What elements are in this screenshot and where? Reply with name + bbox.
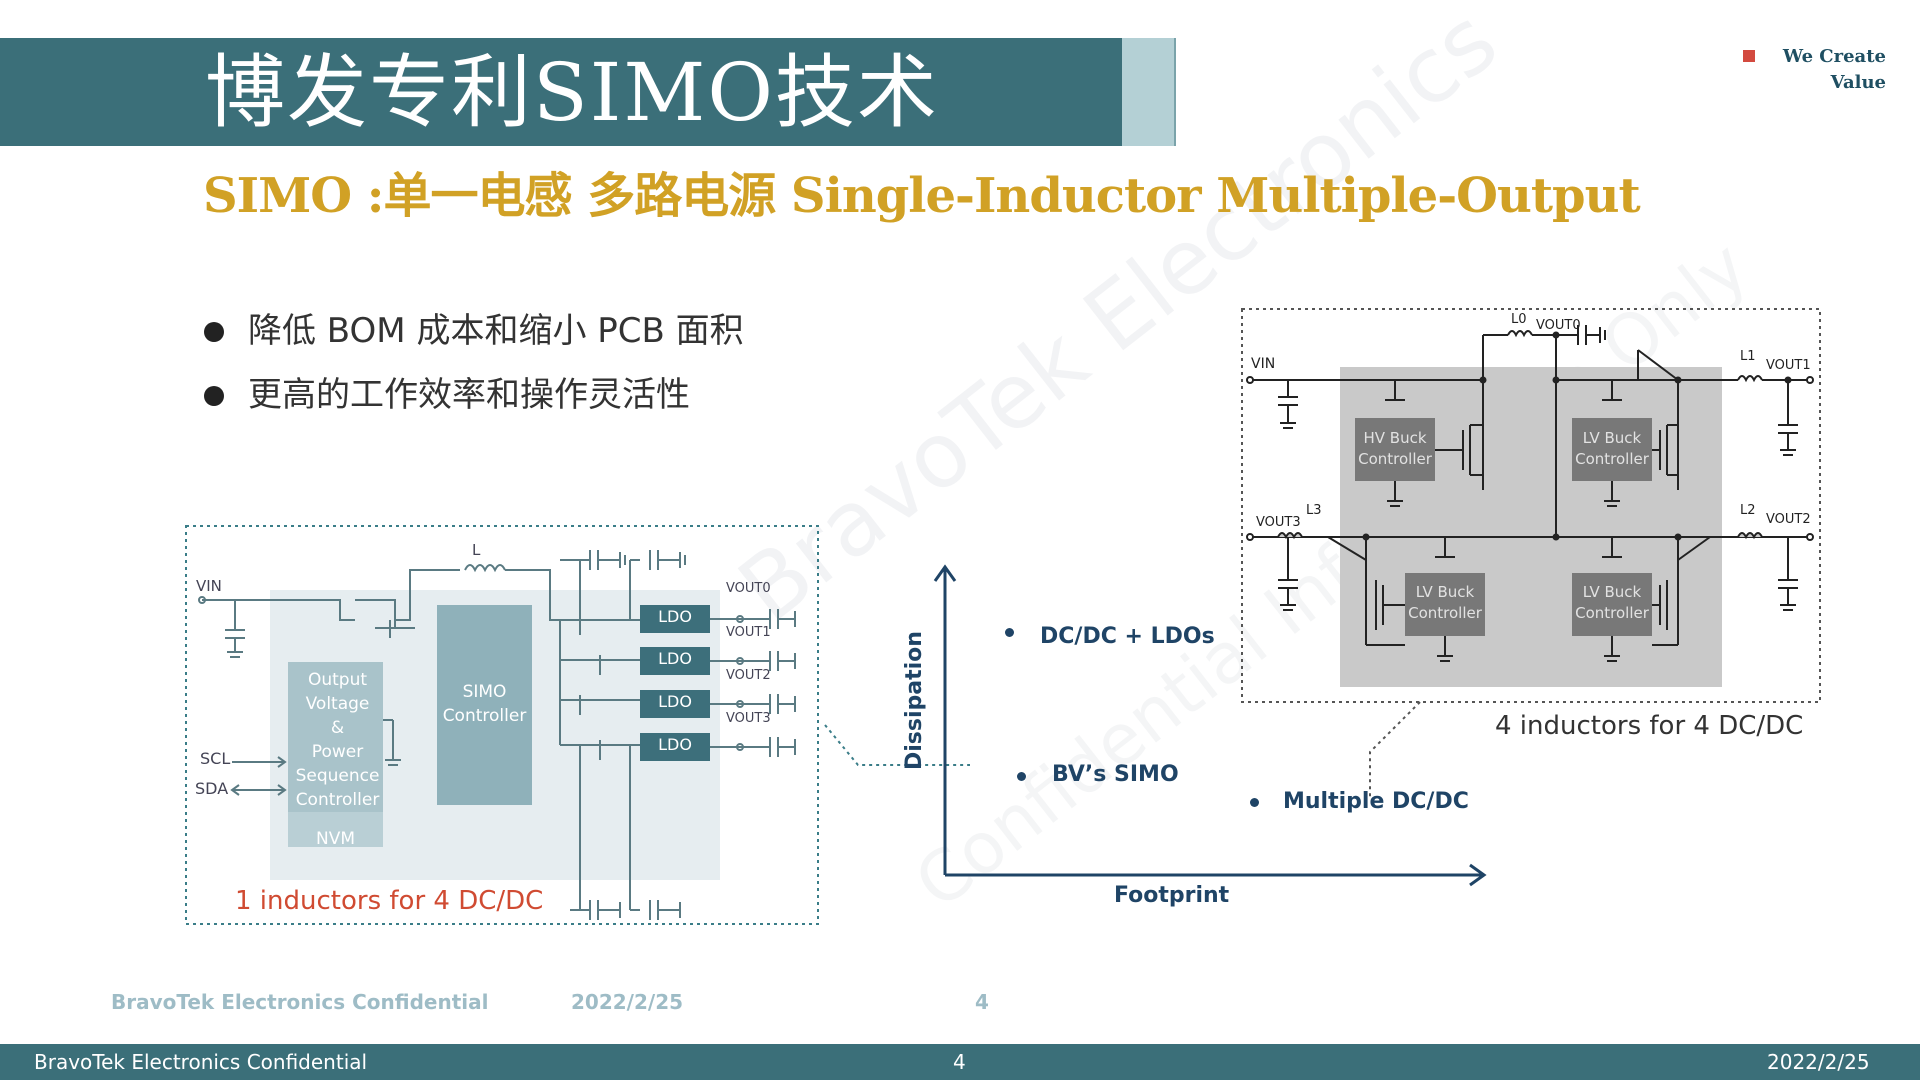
ov-controller-label: Output Voltage & Power Sequence Controll… [290,668,385,812]
point-marker [1017,772,1026,781]
footer-band [0,1044,1920,1080]
left-diagram-border [185,525,819,925]
lv-buck-label: LV Buck Controller [1572,428,1652,470]
lv-buck-controller [1572,573,1652,636]
left-inductor-label: L [472,541,481,559]
bullet-list: 降低 BOM 成本和缩小 PCB 面积 更高的工作效率和操作灵活性 [200,306,744,434]
right-vout2-label: VOUT2 [1766,512,1811,527]
ov-line: Voltage [305,694,370,714]
multi-dcdc-schematic [1241,308,1821,703]
left-vout-label: VOUT3 [726,711,771,726]
left-connector [824,724,970,766]
controller-line: HV Buck [1363,429,1427,447]
right-vin-label: VIN [1251,356,1276,372]
simo-line: SIMO [462,682,507,702]
lv-buck-label: LV Buck Controller [1405,582,1485,624]
slide-footer-date: 2022/2/25 [571,990,684,1014]
right-l1-label: L1 [1740,349,1756,364]
bullet-item: 降低 BOM 成本和缩小 PCB 面积 [200,306,744,370]
controller-line: Controller [1575,604,1649,622]
brand-square-icon [1743,50,1755,62]
right-vout1-label: VOUT1 [1766,358,1811,373]
brand-line-1: We Create [1782,46,1886,67]
point-marker [1250,798,1259,807]
slide-subtitle: SIMO :单一电感 多路电源 Single-Inductor Multiple… [203,168,1641,224]
right-l3-label: L3 [1306,503,1322,518]
ov-line: Sequence [295,766,380,786]
hv-buck-label: HV Buck Controller [1355,428,1435,470]
title-bar [0,38,1122,146]
nvm-label: NVM [315,829,355,849]
right-connector [1369,701,1421,800]
point-marker [1005,628,1014,637]
left-vout-label: VOUT2 [726,668,771,683]
brand-slogan: We Create Value [1770,44,1886,96]
ov-controller-block [288,662,383,812]
ldo-label: LDO [658,607,692,626]
simo-schematic [185,525,819,925]
right-chip-area [1340,367,1722,687]
left-vin-label: VIN [196,577,222,595]
simo-controller-label: SIMO Controller [437,680,532,728]
lv-buck-label: LV Buck Controller [1572,582,1652,624]
ldo-block [640,647,710,675]
right-l2-label: L2 [1740,503,1756,518]
ldo-label: LDO [658,735,692,754]
x-axis-label: Footprint [1114,883,1230,908]
right-vout3-label: VOUT3 [1256,515,1301,530]
slide-footer-page: 4 [975,990,989,1014]
right-diagram-border [1241,308,1821,703]
footer-page-number: 4 [953,1050,966,1074]
ov-line: Controller [295,790,380,810]
brand-line-2: Value [1830,72,1886,93]
bullet-item: 更高的工作效率和操作灵活性 [200,370,744,434]
lv-buck-controller [1405,573,1485,636]
controller-line: Controller [1575,450,1649,468]
ov-line: & [330,718,345,738]
ldo-label: LDO [658,692,692,711]
right-l0-label: L0 [1511,312,1527,327]
simo-controller-block [437,605,532,805]
ldo-block [640,733,710,761]
point-dcdc-ldos: DC/DC + LDOs [1040,624,1215,649]
controller-line: Controller [1408,604,1482,622]
lv-buck-controller [1572,418,1652,481]
right-diagram-caption: 4 inductors for 4 DC/DC [1495,711,1804,741]
ldo-block [640,690,710,718]
controller-line: LV Buck [1582,583,1642,601]
sda-label: SDA [195,779,229,798]
ldo-label: LDO [658,649,692,668]
ov-line: Output [307,670,368,690]
controller-line: LV Buck [1582,429,1642,447]
point-bv-simo: BV’s SIMO [1052,762,1179,787]
title-accent [1122,38,1176,146]
ldo-block [640,605,710,633]
ov-line: Power [311,742,364,762]
hv-buck-controller [1355,418,1435,481]
footer-company: BravoTek Electronics Confidential [34,1050,368,1074]
left-vout-label: VOUT1 [726,625,771,640]
controller-line: LV Buck [1415,583,1475,601]
slide-footer-company: BravoTek Electronics Confidential [111,990,489,1014]
left-diagram-caption: 1 inductors for 4 DC/DC [235,886,544,916]
controller-line: Controller [1358,450,1432,468]
comparison-axes [933,564,1487,887]
y-axis-label: Dissipation [902,631,927,770]
left-vout-label: VOUT0 [726,581,771,596]
point-multiple-dcdc: Multiple DC/DC [1283,789,1469,814]
nvm-block [288,812,383,847]
right-vout0-label: VOUT0 [1536,318,1581,333]
slide-title: 博发专利SIMO技术 [205,46,939,139]
footer-date: 2022/2/25 [1767,1050,1870,1074]
simo-line: Controller [442,706,527,726]
scl-label: SCL [200,749,231,768]
